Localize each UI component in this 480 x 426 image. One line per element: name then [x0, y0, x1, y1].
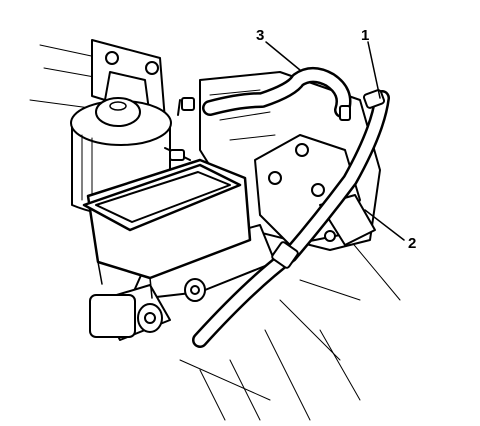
pressure-modulator [254, 134, 376, 246]
master-cylinder-reservoir [82, 158, 252, 299]
callout-1: 1 [361, 27, 369, 44]
leader-line-2 [364, 209, 405, 241]
vent-lines [164, 99, 191, 161]
hose-3 [181, 67, 352, 121]
callout-2: 2 [408, 235, 416, 252]
leader-line-1 [367, 41, 381, 99]
callout-3: 3 [256, 27, 264, 44]
background-hatching [29, 44, 401, 421]
leader-line-3 [265, 41, 301, 71]
mounting-bracket [91, 39, 166, 121]
callout-leaders [265, 41, 405, 241]
hose-1 [192, 89, 390, 348]
